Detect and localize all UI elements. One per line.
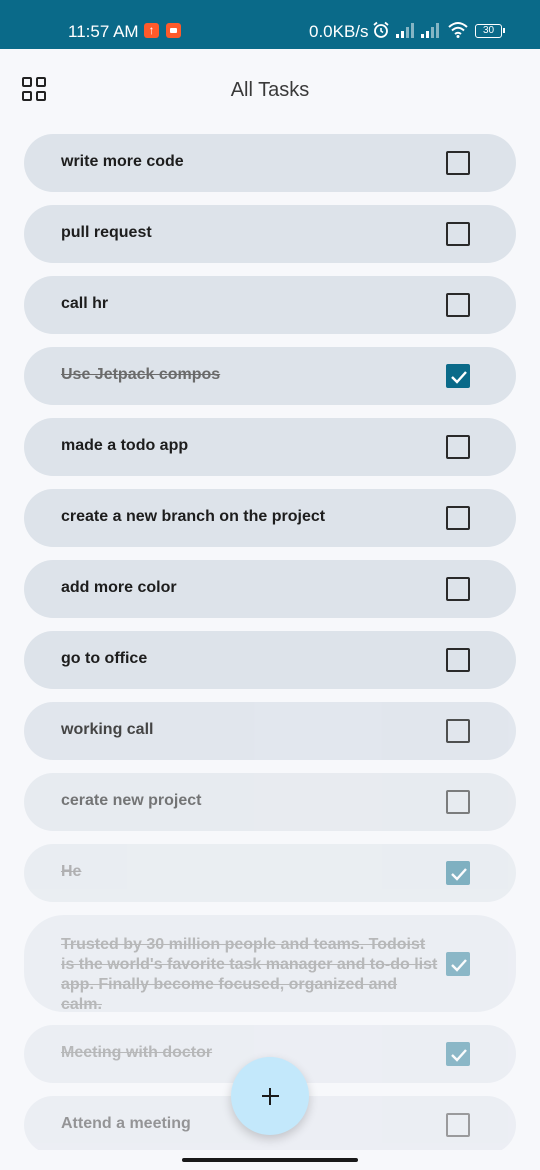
grid-icon[interactable] (22, 77, 47, 102)
task-text: Attend a meeting (61, 1115, 191, 1132)
task-checkbox[interactable] (446, 861, 470, 885)
task-text: add more color (61, 579, 177, 596)
screen-record-notification-icon (166, 23, 181, 38)
task-text: create a new branch on the project (61, 508, 326, 525)
task-checkbox[interactable] (446, 719, 470, 743)
task-text: go to office (61, 650, 148, 667)
task-text: Meeting with doctor (61, 1044, 213, 1061)
page-title: All Tasks (230, 79, 310, 101)
task-checkbox[interactable] (446, 577, 470, 601)
task-checkbox[interactable] (446, 506, 470, 530)
wifi-icon (448, 22, 468, 38)
checkmark-icon (451, 959, 467, 972)
task-list: write more code pull request call hr Use… (24, 134, 516, 1150)
task-checkbox[interactable] (446, 1042, 470, 1066)
task-text: Use Jetpack compos (61, 366, 221, 383)
task-item[interactable]: call hr (24, 276, 516, 334)
task-checkbox[interactable] (446, 222, 470, 246)
task-checkbox[interactable] (446, 952, 470, 976)
signal-strength-icon (396, 23, 414, 38)
network-speed: 0.0KB/s (309, 22, 369, 41)
task-item[interactable]: working call (24, 702, 516, 760)
task-item[interactable]: add more color (24, 560, 516, 618)
status-bar: 11:57 AM ↑ 0.0KB/s 30 (0, 0, 540, 49)
task-text: pull request (61, 224, 152, 241)
task-checkbox[interactable] (446, 435, 470, 459)
task-text: He (61, 863, 82, 880)
task-checkbox[interactable] (446, 648, 470, 672)
battery-icon: 30 (475, 24, 505, 38)
task-item[interactable]: pull request (24, 205, 516, 263)
grid-cell (22, 77, 32, 87)
task-checkbox[interactable] (446, 790, 470, 814)
task-item[interactable]: write more code (24, 134, 516, 192)
alarm-icon (373, 21, 389, 38)
task-text: working call (61, 721, 154, 738)
add-task-button[interactable] (231, 1057, 309, 1135)
task-item[interactable]: Trusted by 30 million people and teams. … (24, 915, 516, 1013)
task-item[interactable]: go to office (24, 631, 516, 689)
upload-notification-icon: ↑ (144, 23, 159, 38)
task-checkbox[interactable] (446, 1113, 470, 1137)
task-text: made a todo app (61, 437, 189, 454)
task-checkbox[interactable] (446, 293, 470, 317)
task-item[interactable]: made a todo app (24, 418, 516, 476)
task-item[interactable]: cerate new project (24, 773, 516, 831)
task-item[interactable]: Use Jetpack compos (24, 347, 516, 405)
task-item[interactable]: He (24, 844, 516, 902)
task-checkbox[interactable] (446, 364, 470, 388)
task-item[interactable]: create a new branch on the project (24, 489, 516, 547)
task-checkbox[interactable] (446, 151, 470, 175)
home-indicator[interactable] (182, 1158, 358, 1162)
task-text: Trusted by 30 million people and teams. … (61, 936, 438, 1013)
signal-strength-2-icon (421, 23, 439, 38)
task-text: call hr (61, 295, 109, 312)
grid-cell (22, 91, 32, 101)
checkmark-icon (451, 868, 467, 881)
task-text: cerate new project (61, 792, 202, 809)
grid-cell (36, 91, 46, 101)
grid-cell (36, 77, 46, 87)
checkmark-icon (451, 371, 467, 384)
checkmark-icon (451, 1049, 467, 1062)
task-text: write more code (61, 153, 184, 170)
status-time: 11:57 AM (68, 22, 139, 41)
